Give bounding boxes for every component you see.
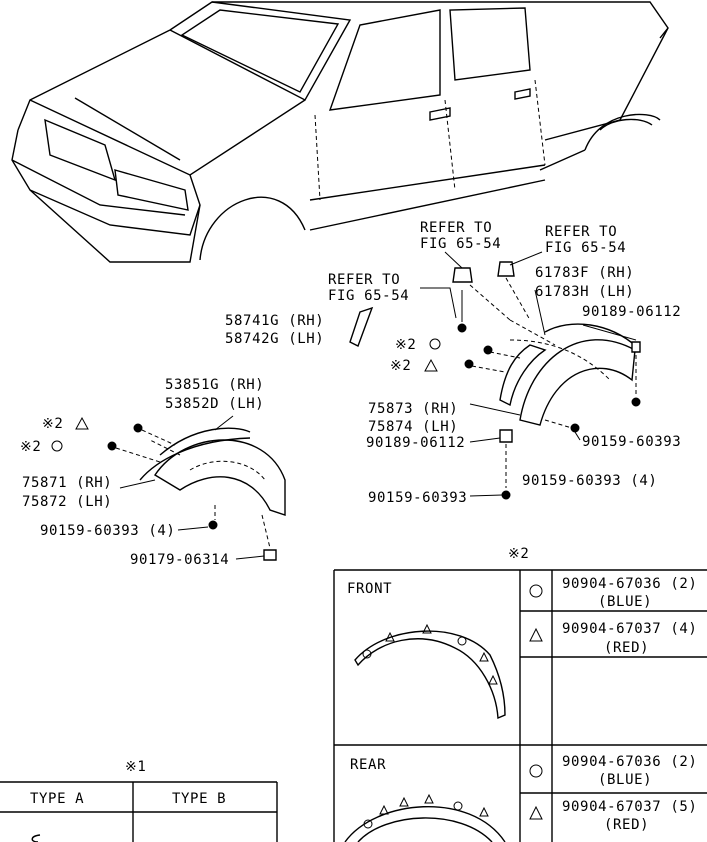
part-90159-b: 90159-60393 (4) bbox=[522, 473, 657, 489]
mark2-circle-left: ※2 bbox=[20, 439, 41, 455]
circle-symbol-icon bbox=[529, 764, 543, 778]
refer-c-line1: REFER TO bbox=[328, 272, 400, 288]
front-triangle-part: 90904-67037 (4) bbox=[562, 621, 697, 637]
circle-symbol-icon bbox=[51, 440, 63, 452]
part-53851-lh: 53852D (LH) bbox=[165, 396, 264, 412]
part-75873-lh: 75874 (LH) bbox=[368, 419, 458, 435]
part-58741-lh: 58742G (LH) bbox=[225, 331, 324, 347]
part-61783-rh: 61783F (RH) bbox=[535, 265, 634, 281]
part-75871-lh: 75872 (LH) bbox=[22, 494, 112, 510]
rear-flare-assembly bbox=[349, 261, 641, 500]
part-90159-a: 90159-60393 bbox=[582, 434, 681, 450]
triangle-symbol-icon bbox=[529, 627, 543, 642]
refer-a-line2: FIG 65-54 bbox=[420, 236, 501, 252]
part-58741-rh: 58741G (RH) bbox=[225, 313, 324, 329]
refer-b-line1: REFER TO bbox=[545, 224, 617, 240]
type-table: ※1 TYPE A TYPE B bbox=[0, 759, 278, 842]
triangle-symbol-icon bbox=[529, 805, 543, 820]
rear-circle-part: 90904-67036 (2) bbox=[562, 754, 697, 770]
refer-b-line2: FIG 65-54 bbox=[545, 240, 626, 256]
part-90189-b: 90189-06112 bbox=[366, 435, 465, 451]
part-90159-d: 90159-60393 (4) bbox=[40, 523, 175, 539]
part-75873-rh: 75873 (RH) bbox=[368, 401, 458, 417]
mark2-triangle-left: ※2 bbox=[42, 416, 63, 432]
part-90179: 90179-06314 bbox=[130, 552, 229, 568]
triangle-symbol-icon bbox=[75, 416, 89, 430]
circle-symbol-icon bbox=[529, 584, 543, 598]
front-triangle-color: (RED) bbox=[604, 640, 649, 656]
part-53851-rh: 53851G (RH) bbox=[165, 377, 264, 393]
type-b-header: TYPE B bbox=[172, 791, 226, 807]
mark2-circle-front: ※2 bbox=[395, 337, 416, 353]
front-circle-part: 90904-67036 (2) bbox=[562, 576, 697, 592]
rear-circle-color: (BLUE) bbox=[598, 772, 652, 788]
rear-triangle-part: 90904-67037 (5) bbox=[562, 799, 697, 815]
part-90189-a: 90189-06112 bbox=[582, 304, 681, 320]
triangle-symbol-icon bbox=[424, 358, 438, 372]
legend-table: ※2 FRONT REAR 90904-67036 (2) (BLUE) 909… bbox=[333, 546, 707, 842]
legend-section-rear: REAR bbox=[350, 757, 386, 773]
type-table-title: ※1 bbox=[125, 759, 146, 775]
part-61783-lh: 61783H (LH) bbox=[535, 284, 634, 300]
refer-a-line1: REFER TO bbox=[420, 220, 492, 236]
type-a-header: TYPE A bbox=[30, 791, 84, 807]
part-75871-rh: 75871 (RH) bbox=[22, 475, 112, 491]
mark2-triangle-front: ※2 bbox=[390, 358, 411, 374]
legend-section-front: FRONT bbox=[347, 581, 392, 597]
circle-symbol-icon bbox=[429, 338, 441, 350]
legend-table-title: ※2 bbox=[508, 546, 529, 562]
front-flare-assembly bbox=[107, 423, 286, 561]
part-90159-c: 90159-60393 bbox=[368, 490, 467, 506]
rear-triangle-color: (RED) bbox=[604, 817, 649, 833]
truck-illustration bbox=[11, 1, 669, 263]
leader-lines bbox=[119, 251, 637, 560]
refer-c-line2: FIG 65-54 bbox=[328, 288, 409, 304]
front-circle-color: (BLUE) bbox=[598, 594, 652, 610]
